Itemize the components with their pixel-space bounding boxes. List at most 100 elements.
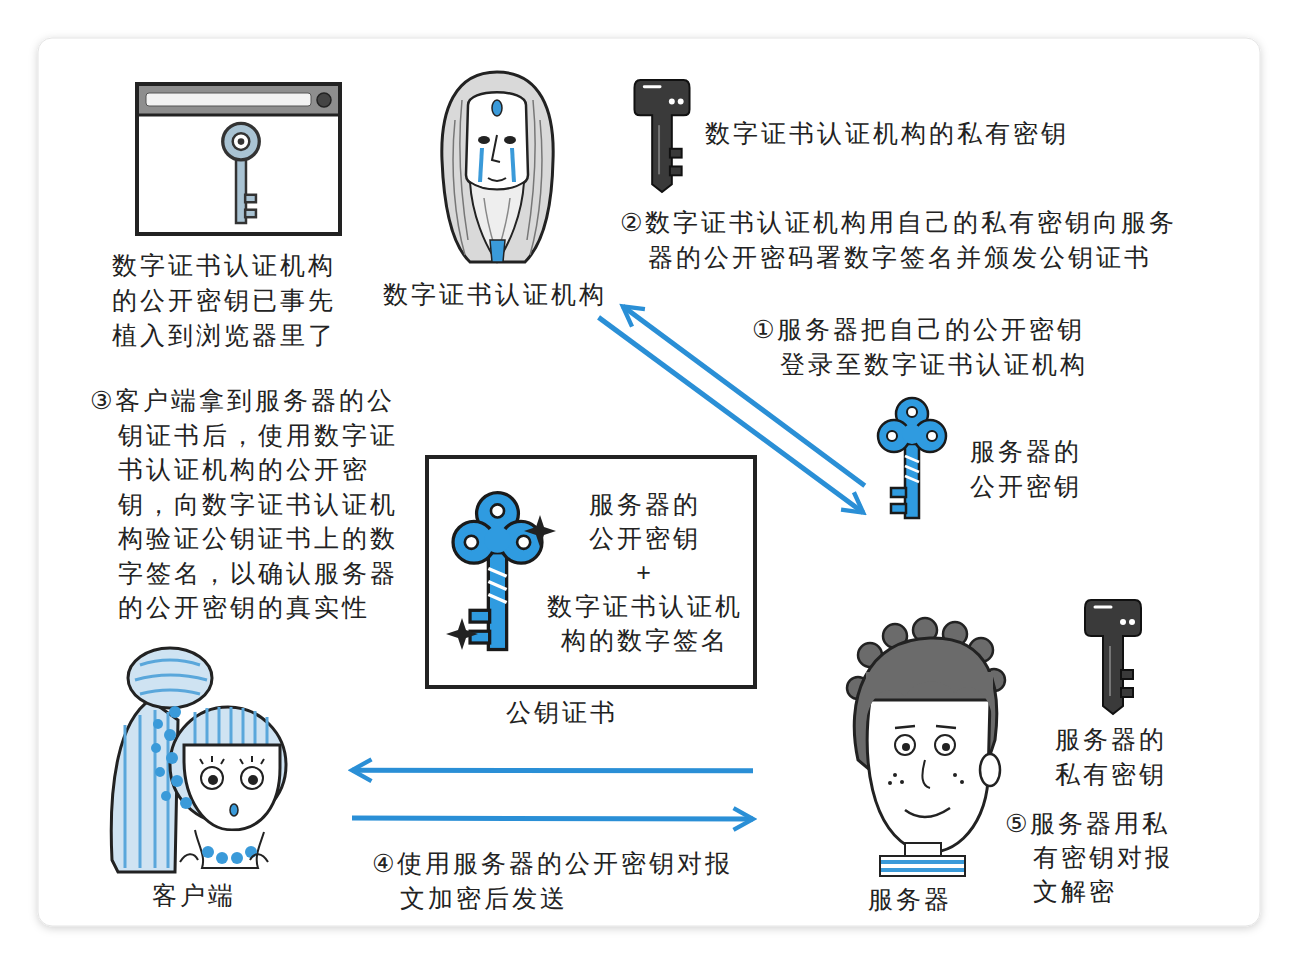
server-public-key bbox=[878, 398, 946, 518]
server-public-key-node: 服务器的公开密钥 bbox=[868, 392, 1096, 530]
browser-window-part bbox=[137, 84, 340, 234]
flow-arrow bbox=[352, 768, 753, 774]
client-figure-part bbox=[245, 846, 257, 858]
node-label: 公钥证书 bbox=[506, 695, 624, 730]
server-figure-part bbox=[922, 760, 930, 788]
client-figure-part bbox=[169, 706, 181, 718]
client-figure-part bbox=[151, 743, 161, 753]
card-part bbox=[38, 38, 1260, 926]
client-figure-part bbox=[164, 729, 176, 741]
label-holder: ⑤服务器用私有密钥对报文解密 bbox=[1005, 806, 1177, 908]
client-figure-part bbox=[161, 791, 171, 801]
client-figure-part bbox=[230, 804, 238, 816]
client-figure-part bbox=[202, 846, 214, 858]
server-figure-part bbox=[881, 860, 964, 864]
ca-figure-part bbox=[490, 240, 505, 262]
client-figure-part bbox=[128, 648, 212, 708]
client-figure-part bbox=[200, 756, 264, 764]
server-figure-part bbox=[905, 843, 941, 857]
browser-window bbox=[137, 84, 340, 234]
node-label: 数字证书认证机构 bbox=[383, 277, 615, 312]
certificate-text: 数字证书认证机构的数字签名 bbox=[544, 589, 746, 657]
client-figure-part bbox=[241, 767, 263, 789]
browser-window-part bbox=[317, 93, 331, 107]
node-label: 客户端 bbox=[152, 878, 242, 913]
certificate-key-part bbox=[524, 515, 556, 547]
server-figure-part bbox=[867, 700, 990, 853]
server-figure-part bbox=[942, 743, 950, 751]
server-private-key-part bbox=[1085, 600, 1141, 714]
client-figure-part bbox=[180, 854, 268, 862]
certificate-node: 服务器的公开密钥+数字证书认证机构的数字签名公钥证书 bbox=[425, 455, 757, 737]
ca-figure bbox=[442, 72, 553, 262]
client-figure-part bbox=[153, 719, 163, 729]
server-figure-part bbox=[893, 773, 897, 777]
server-figure-part bbox=[880, 856, 965, 876]
ca-figure-part bbox=[478, 136, 490, 144]
step-note: ③客户端拿到服务器的公钥证书后，使用数字证书认证机构的公开密钥，向数字证书认证机… bbox=[90, 383, 402, 625]
server-figure-part bbox=[895, 726, 956, 728]
step-note: ⑤服务器用私有密钥对报文解密 bbox=[1005, 806, 1177, 908]
client-figure-part bbox=[208, 775, 218, 785]
certificate-text: + bbox=[543, 555, 747, 589]
browser-window-part bbox=[146, 93, 311, 106]
ca-figure-part bbox=[470, 182, 524, 262]
server-figure-part bbox=[902, 743, 910, 751]
browser-window-part bbox=[223, 123, 260, 223]
connector-group bbox=[352, 306, 865, 819]
edge-label: ①服务器把自己的公开密钥登录至数字证书认证机构 bbox=[752, 312, 1092, 382]
ca-figure-part bbox=[466, 92, 528, 190]
ca-private-key bbox=[634, 80, 689, 192]
client-figure bbox=[111, 648, 286, 872]
client-figure-part bbox=[166, 752, 178, 764]
label-holder: 数字证书认证机构的私有密钥 bbox=[705, 116, 1075, 151]
certificate-text: 服务器的公开密钥 bbox=[586, 487, 704, 555]
flow-arrow bbox=[352, 816, 753, 822]
client-figure-part bbox=[248, 775, 258, 785]
client-node: 客户端 bbox=[100, 640, 290, 915]
server-figure-part bbox=[881, 868, 964, 872]
client-figure-part bbox=[201, 767, 223, 789]
label-holder: 服务器的私有密钥 bbox=[1055, 722, 1173, 792]
node-label: 服务器 bbox=[868, 882, 958, 917]
client-figure-part bbox=[180, 797, 192, 809]
ca-figure-part bbox=[480, 148, 482, 182]
browser-window-part bbox=[139, 86, 338, 114]
certificate-frame: 服务器的公开密钥+数字证书认证机构的数字签名 bbox=[425, 455, 757, 689]
server-figure-part bbox=[905, 808, 950, 817]
node-label: 数字证书认证机构的公开密钥已事先植入到浏览器里了 bbox=[112, 248, 342, 353]
server-figure-part bbox=[980, 754, 1000, 786]
client-figure-part bbox=[184, 745, 280, 830]
client-figure-part bbox=[111, 700, 178, 872]
client-figure-part bbox=[171, 775, 183, 787]
edge-label-holder: ④使用服务器的公开密钥对报文加密后发送 bbox=[372, 846, 740, 916]
key-caption: 服务器的私有密钥 bbox=[1055, 722, 1173, 792]
client-figure-part bbox=[125, 710, 168, 868]
client-figure-part bbox=[216, 852, 228, 864]
client-figure-part bbox=[155, 767, 165, 777]
server-figure-part bbox=[866, 672, 993, 722]
ca-node: 数字证书认证机构 bbox=[383, 65, 618, 315]
server-figure-part bbox=[900, 780, 904, 784]
ca-private-key-part bbox=[634, 80, 689, 192]
flow-arrow bbox=[599, 317, 864, 512]
certificate-key-part bbox=[453, 493, 542, 650]
server-figure-part bbox=[895, 735, 915, 755]
card bbox=[38, 38, 1260, 926]
edge-label: ④使用服务器的公开密钥对报文加密后发送 bbox=[372, 846, 740, 916]
server-public-key-part bbox=[878, 398, 946, 518]
client-figure-part bbox=[195, 830, 264, 868]
browser-window-part bbox=[137, 114, 340, 117]
certificate-key bbox=[446, 493, 556, 650]
ca-figure-part bbox=[504, 136, 516, 144]
ca-figure-part bbox=[442, 72, 553, 262]
ca-figure-part bbox=[492, 100, 502, 116]
server-private-key bbox=[1085, 600, 1141, 714]
ca-figure-part bbox=[492, 135, 500, 162]
node-label: 服务器的公开密钥 bbox=[970, 434, 1088, 504]
label-holder: ③客户端拿到服务器的公钥证书后，使用数字证书认证机构的公开密钥，向数字证书认证机… bbox=[90, 383, 402, 625]
server-figure bbox=[847, 618, 1005, 876]
step-note: ②数字证书认证机构用自己的私有密钥向服务器的公开密码署数字签名并颁发公钥证书 bbox=[620, 205, 1184, 275]
server-figure-part bbox=[935, 735, 955, 755]
server-figure-part bbox=[960, 780, 964, 784]
